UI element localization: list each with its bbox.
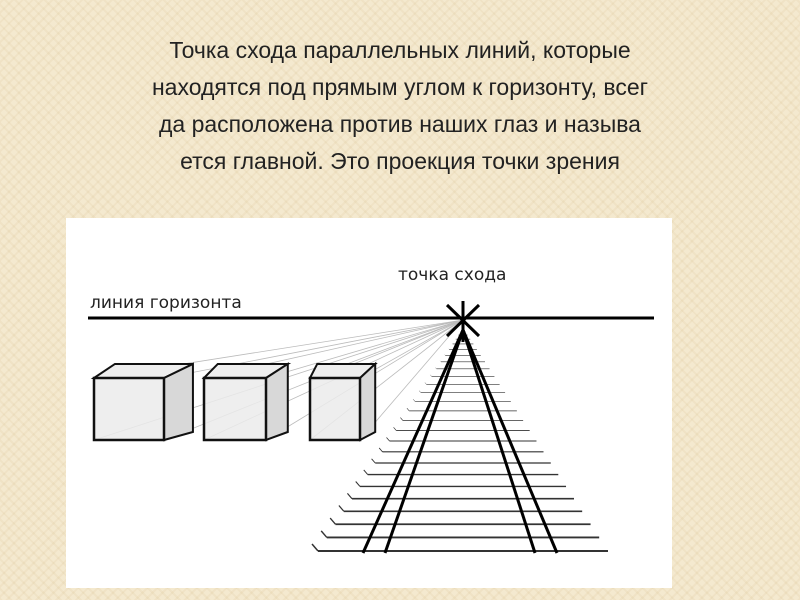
sleeper-end [378, 447, 383, 453]
rail [461, 329, 537, 554]
title-line: ется главной. Это проекция точки зрения [180, 148, 620, 174]
sleeper-end [413, 399, 416, 402]
slide-title: Точка схода параллельных линий, которые … [60, 32, 740, 180]
cube-side [163, 362, 194, 442]
cube-side [359, 361, 377, 442]
sleeper-end [355, 481, 361, 487]
vanishing-point-label: точка схода [398, 265, 506, 285]
sleeper-end [406, 408, 410, 412]
guide-line [359, 319, 464, 441]
sleeper-end [346, 492, 353, 500]
railway-rails [361, 329, 559, 554]
sleeper-end [386, 437, 390, 442]
title-line: Точка схода параллельных линий, которые [169, 37, 631, 63]
sleeper-end [400, 417, 404, 421]
sleeper-end [440, 360, 442, 362]
sleeper-end [393, 427, 397, 431]
sleeper-end [329, 517, 336, 525]
cube-side [265, 362, 289, 442]
sleeper-end [444, 354, 446, 356]
sleeper-end [311, 543, 319, 552]
guide-line [265, 319, 464, 379]
cube-front [308, 376, 362, 442]
sleeper-end [419, 390, 422, 393]
sleeper-end [448, 348, 450, 350]
guide-line [359, 319, 464, 379]
sleeper-end [430, 374, 432, 377]
cube-front [92, 376, 166, 442]
title-line: находятся под прямым углом к горизонту, … [151, 74, 649, 100]
horizon-label: линия горизонта [90, 293, 242, 313]
sleeper-end [363, 469, 369, 475]
perspective-illustration: линия горизонта точка схода [66, 218, 672, 588]
sleeper-end [435, 367, 437, 369]
sleeper-end [371, 458, 376, 464]
sleeper-end [424, 382, 427, 385]
cubes [90, 361, 378, 442]
rail [461, 329, 559, 554]
rail [383, 329, 465, 554]
vanishing-point-star-icon [445, 301, 481, 342]
title-line: да расположена против наших глаз и назыв… [159, 111, 641, 137]
sleeper-end [338, 505, 345, 512]
sleeper-end [320, 530, 328, 538]
cube-front [202, 376, 268, 442]
rail [361, 329, 465, 554]
